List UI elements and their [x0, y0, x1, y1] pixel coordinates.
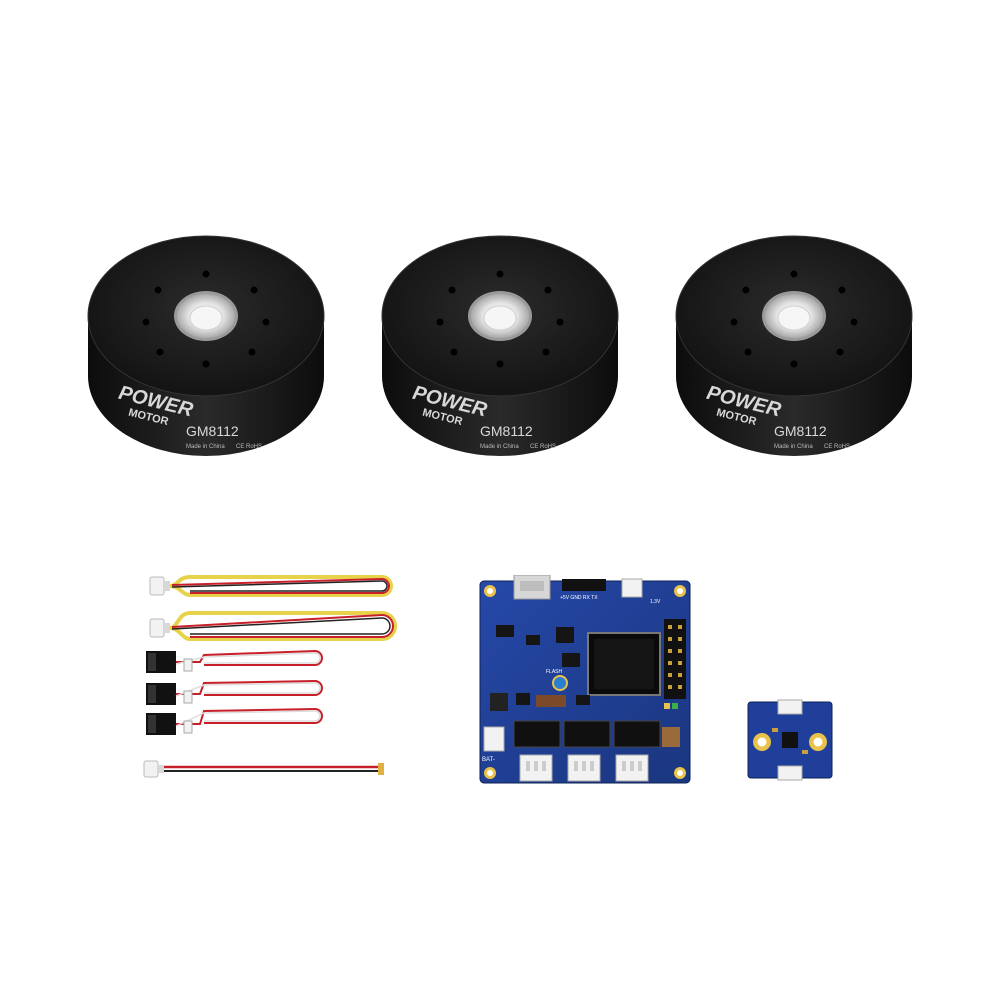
cable-servo-2 — [146, 679, 323, 705]
cable-servo-3 — [146, 707, 323, 735]
gimbal-motor-3: POWER MOTOR GM8112 Made in China CE RoHS — [674, 230, 914, 460]
motor-marks: CE RoHS — [824, 444, 850, 450]
motor-marks: CE RoHS — [236, 444, 262, 450]
imu-sensor-board — [747, 699, 833, 781]
motor-model: GM8112 — [480, 423, 533, 439]
cable-power — [143, 760, 384, 778]
gimbal-motor-2: POWER MOTOR GM8112 Made in China CE RoHS — [380, 230, 620, 460]
motor-model: GM8112 — [774, 423, 827, 439]
controller-board: +5V GND RX TX 1.3V FLASH — [479, 575, 691, 784]
board-bat-label: BAT- — [482, 757, 495, 763]
cable-long-1 — [149, 575, 393, 597]
motor-origin: Made in China — [774, 444, 813, 450]
board-right-label: 1.3V — [650, 599, 661, 605]
cable-servo-1 — [146, 649, 323, 673]
motor-marks: CE RoHS — [530, 444, 556, 450]
cable-long-2 — [149, 611, 397, 641]
board-flash-label: FLASH — [546, 669, 563, 675]
board-header-label: +5V GND RX TX — [560, 595, 598, 601]
motor-origin: Made in China — [186, 444, 225, 450]
motor-origin: Made in China — [480, 444, 519, 450]
gimbal-motor-1: POWER MOTOR GM8112 Made in China CE RoHS — [86, 230, 326, 460]
motor-model: GM8112 — [186, 423, 239, 439]
cable-set — [143, 575, 397, 778]
